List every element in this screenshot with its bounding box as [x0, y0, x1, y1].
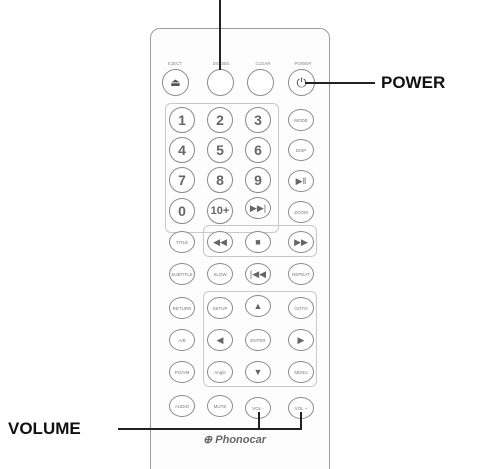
remote-control-body: EJECT DS/DBS CLEAR POWER ⏏ ⏻ 1 2 3 4 5 6… — [150, 28, 330, 469]
number-10plus-button[interactable]: 10+ — [207, 198, 233, 224]
number-6-button[interactable]: 6 — [245, 137, 271, 163]
eject-button[interactable]: ⏏ — [162, 69, 189, 96]
number-8-button[interactable]: 8 — [207, 167, 233, 193]
caption-eject: EJECT — [155, 61, 195, 66]
slow-button[interactable]: SLOW — [207, 263, 233, 285]
return-button[interactable]: RETURN — [169, 297, 195, 319]
mute-button[interactable]: MUTE — [207, 395, 233, 417]
left-arrow-button[interactable]: ◀ — [207, 329, 233, 351]
mode-button[interactable]: MODE — [288, 109, 314, 131]
number-9-button[interactable]: 9 — [245, 167, 271, 193]
volume-up-callout-tick — [300, 412, 302, 429]
menu-button[interactable]: MENU — [288, 361, 314, 383]
number-3-button[interactable]: 3 — [245, 107, 271, 133]
disp-button[interactable]: DISP — [288, 139, 314, 161]
setup-button[interactable]: SETUP — [207, 297, 233, 319]
right-arrow-button[interactable]: ▶ — [288, 329, 314, 351]
next-button[interactable]: ▶▶| — [245, 197, 271, 219]
play-pause-button[interactable]: ▶‖ — [288, 170, 314, 192]
fast-forward-button[interactable]: ▶▶ — [288, 231, 314, 253]
clear-button[interactable] — [247, 69, 274, 96]
number-4-button[interactable]: 4 — [169, 137, 195, 163]
number-2-button[interactable]: 2 — [207, 107, 233, 133]
angle-button[interactable]: Angle — [207, 361, 233, 383]
caption-dosbs: DS/DBS — [201, 61, 241, 66]
title-button[interactable]: TITLE — [169, 231, 195, 253]
stop-button[interactable]: ■ — [245, 231, 271, 253]
right-arrow-icon: ▶ — [298, 335, 305, 346]
volume-label: VOLUME — [8, 419, 81, 439]
play-pause-icon: ▶‖ — [296, 176, 307, 187]
fast-forward-icon: ▶▶ — [294, 237, 308, 248]
brand-name: Phonocar — [215, 434, 266, 446]
previous-button[interactable]: |◀◀ — [245, 263, 271, 285]
power-callout-line — [305, 82, 375, 84]
top-callout-line — [219, 0, 221, 70]
dosbs-button[interactable] — [207, 69, 234, 96]
brand-symbol-icon: ⊕ — [203, 434, 212, 446]
previous-icon: |◀◀ — [250, 269, 266, 280]
repeat-button[interactable]: REPEAT — [288, 263, 314, 285]
up-arrow-button[interactable]: ▲ — [245, 295, 271, 317]
subtitle-button[interactable]: SUBTITLE — [169, 263, 195, 285]
number-1-button[interactable]: 1 — [169, 107, 195, 133]
volume-callout-line — [118, 428, 302, 430]
goto-button[interactable]: GOTO — [288, 297, 314, 319]
caption-power: POWER — [283, 61, 323, 66]
next-icon: ▶▶| — [250, 203, 266, 214]
brand-logo: ⊕ Phonocar — [203, 433, 266, 446]
down-arrow-button[interactable]: ▼ — [245, 361, 271, 383]
zoom-button[interactable]: ZOOM — [288, 201, 314, 223]
rewind-icon: ◀◀ — [213, 237, 227, 248]
stop-icon: ■ — [255, 237, 260, 247]
caption-clear: CLEAR — [243, 61, 283, 66]
power-label: POWER — [381, 73, 445, 93]
number-0-button[interactable]: 0 — [169, 198, 195, 224]
down-arrow-icon: ▼ — [254, 367, 263, 377]
volume-down-callout-tick — [258, 412, 260, 429]
ab-button[interactable]: A/B — [169, 329, 195, 351]
up-arrow-icon: ▲ — [254, 301, 263, 311]
pgvm-button[interactable]: PG/VM — [169, 361, 195, 383]
number-7-button[interactable]: 7 — [169, 167, 195, 193]
audio-button[interactable]: AUDIO — [169, 395, 195, 417]
eject-icon: ⏏ — [170, 76, 180, 89]
left-arrow-icon: ◀ — [217, 335, 224, 346]
rewind-button[interactable]: ◀◀ — [207, 231, 233, 253]
enter-button[interactable]: ENTER — [245, 329, 271, 351]
number-5-button[interactable]: 5 — [207, 137, 233, 163]
